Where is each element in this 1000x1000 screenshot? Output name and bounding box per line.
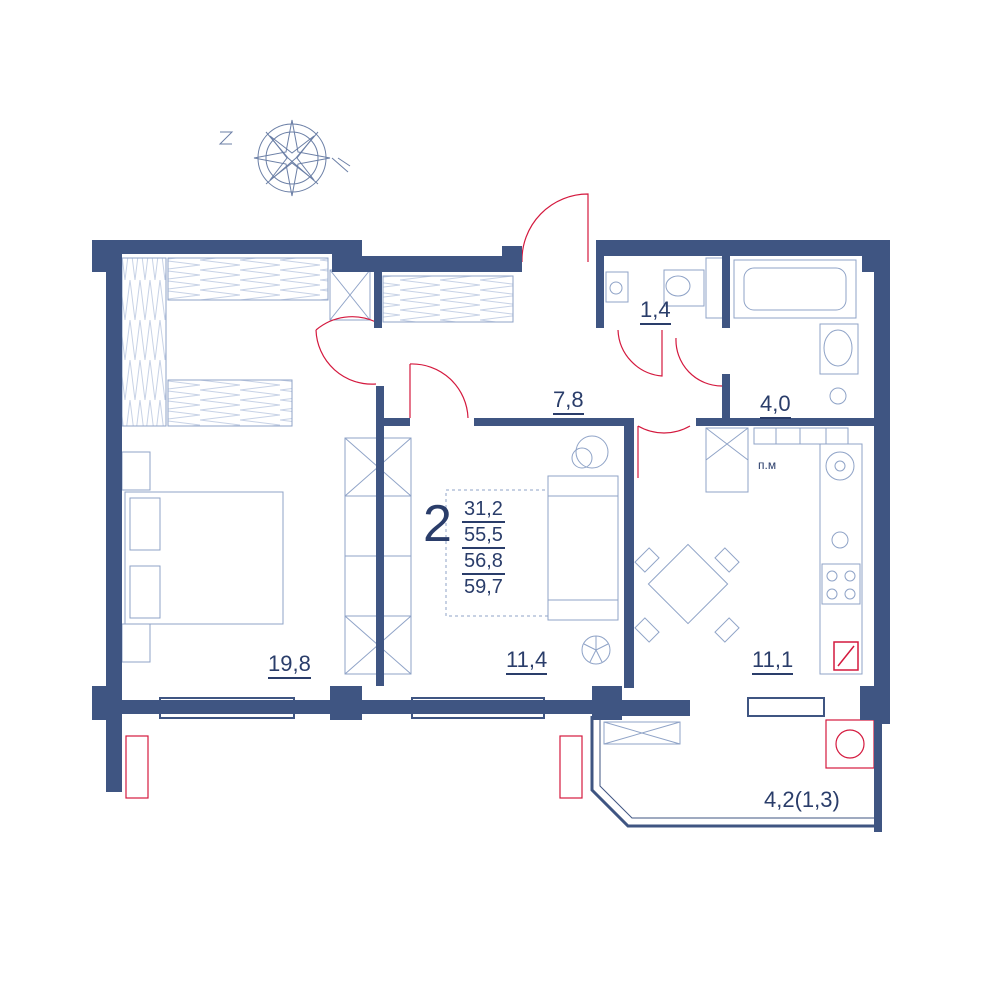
area-with-balcony: 56,8 [462, 549, 505, 575]
doors [125, 193, 875, 799]
wc-area-value: 1,4 [640, 297, 671, 325]
wardrobe-bedroom-bottom [167, 379, 293, 427]
bedroom-area-value: 19,8 [268, 651, 311, 679]
balcony-area-value: 4,2(1,3) [764, 787, 840, 812]
wc-area-label: 1,4 [640, 297, 671, 325]
bathtub [733, 259, 859, 405]
apartment-area-stack: 31,2 55,5 56,8 59,7 [462, 497, 505, 599]
balcony-area-label: 4,2(1,3) [764, 788, 840, 812]
walls [92, 240, 890, 832]
bedroom-area-label: 19,8 [268, 651, 311, 679]
wardrobe-bedroom-left [121, 257, 167, 427]
balcony-cabinet [603, 721, 681, 745]
kitchen-area-label: 11,1 [752, 647, 794, 675]
full-area: 59,7 [464, 576, 503, 598]
total-area: 55,5 [462, 523, 505, 549]
dining-table [634, 543, 740, 643]
plant-icon [581, 635, 611, 665]
kitchen-counter [705, 427, 863, 675]
living-area-total: 31,2 [462, 497, 505, 523]
double-bed [121, 451, 284, 663]
wardrobe-bedroom-top [167, 257, 371, 321]
living-area-value: 11,4 [506, 647, 548, 675]
kitchen-niche-marker: п.м [758, 458, 777, 472]
rooms-count: 2 [423, 495, 452, 553]
balcony-rail [590, 716, 874, 828]
compass-rose-icon [218, 119, 351, 197]
living-area-label: 11,4 [506, 647, 548, 675]
toilet [605, 257, 727, 319]
hallway-area-label: 7,8 [553, 387, 584, 415]
bathroom-area-value: 4,0 [760, 391, 791, 419]
bathroom-area-label: 4,0 [760, 391, 791, 419]
fridge-icon [833, 641, 859, 671]
hallway-area-value: 7,8 [553, 387, 584, 415]
kitchen-area-value: 11,1 [752, 647, 794, 675]
wardrobe-hallway [382, 275, 514, 323]
sofa [445, 435, 619, 621]
